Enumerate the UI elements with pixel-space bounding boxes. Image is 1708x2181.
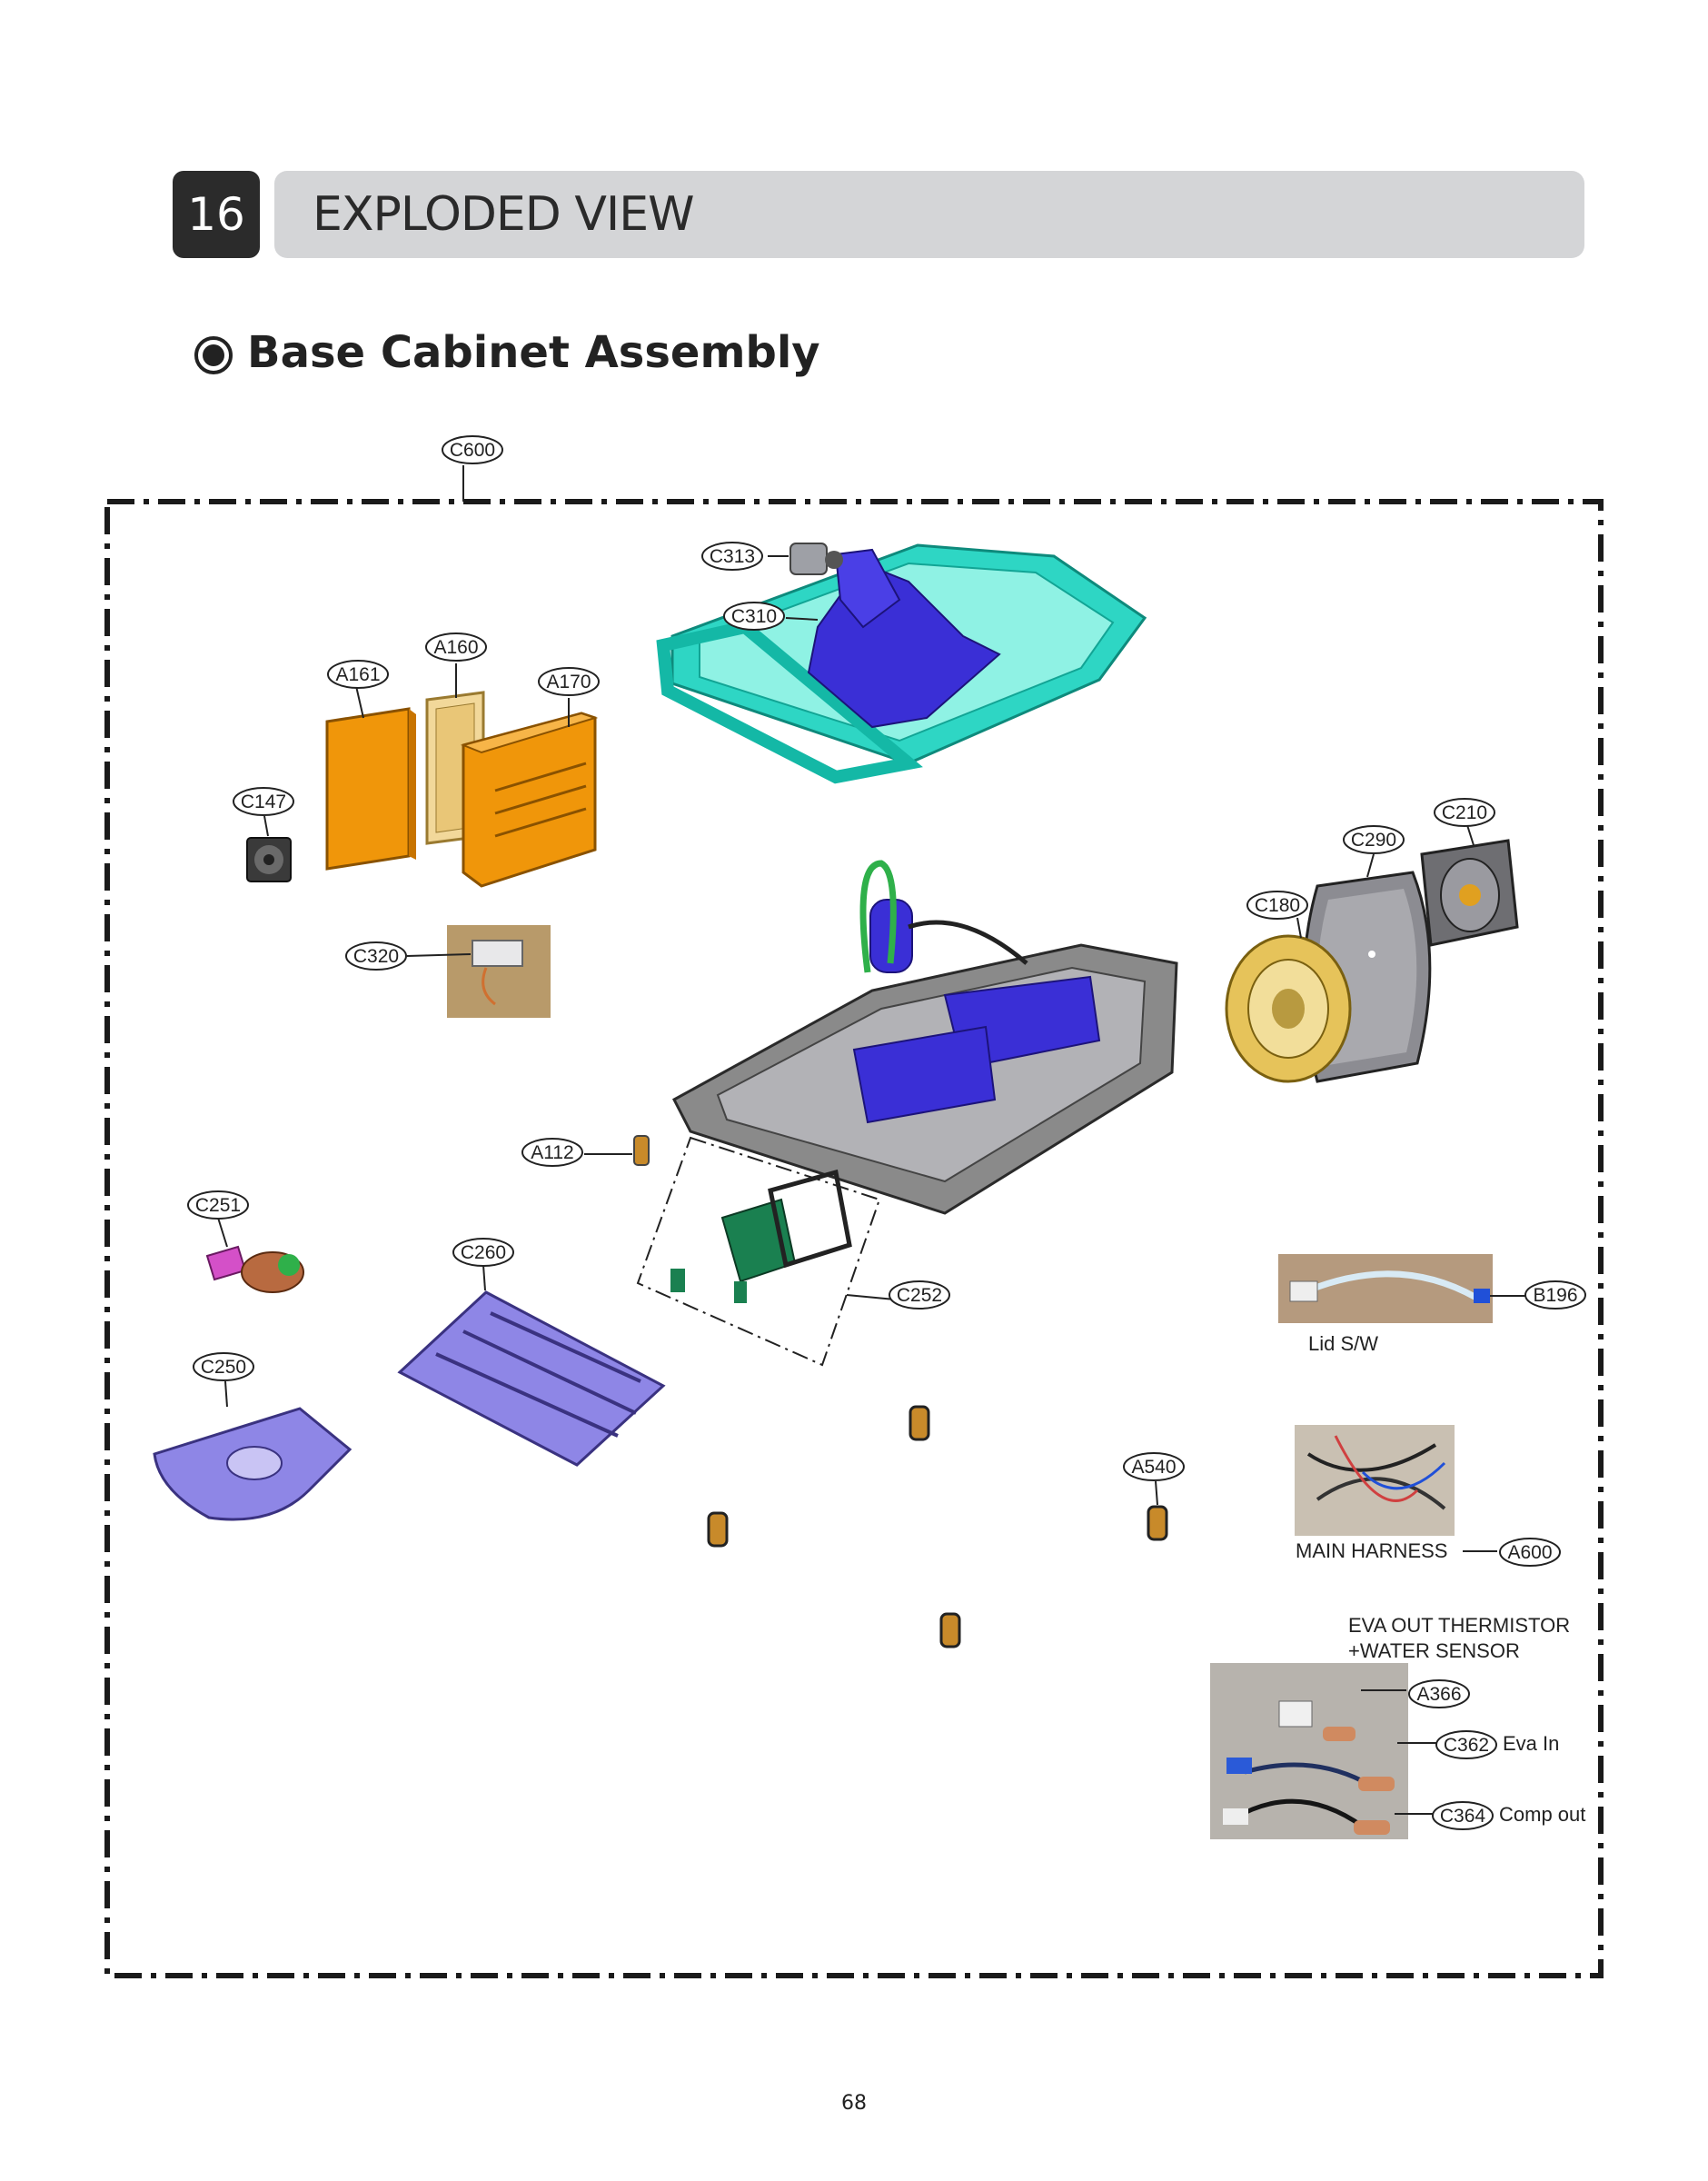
svg-text:A160: A160 (433, 637, 478, 658)
callout-c310: C310 (723, 602, 785, 631)
svg-text:A170: A170 (546, 672, 591, 692)
callout-c362: C362 (1435, 1730, 1497, 1759)
top-cover-part (656, 543, 1147, 784)
display-board-c252 (670, 1169, 852, 1303)
callout-a600: A600 (1499, 1538, 1561, 1567)
callout-c210: C210 (1434, 798, 1495, 827)
svg-text:A366: A366 (1416, 1684, 1461, 1705)
leveling-foot-1 (909, 1405, 930, 1441)
svg-text:C251: C251 (195, 1195, 241, 1216)
svg-text:C310: C310 (731, 606, 777, 627)
valve-part (789, 543, 843, 575)
thermistor-photo (1210, 1663, 1408, 1839)
callout-a112: A112 (521, 1138, 583, 1167)
callout-c250: C250 (193, 1352, 254, 1381)
callout-a170: A170 (538, 667, 600, 696)
svg-text:C260: C260 (461, 1242, 506, 1263)
callout-a366: A366 (1408, 1679, 1470, 1708)
eva-in-label: Eva In (1503, 1732, 1560, 1755)
svg-text:C250: C250 (201, 1357, 246, 1378)
small-fan-part (246, 837, 292, 882)
callout-c251: C251 (187, 1190, 249, 1220)
svg-text:A540: A540 (1131, 1457, 1176, 1478)
leveling-foot-3 (939, 1612, 961, 1648)
callout-c252: C252 (889, 1280, 950, 1310)
lid-switch-label: Lid S/W (1308, 1332, 1379, 1355)
svg-text:A600: A600 (1507, 1542, 1552, 1563)
svg-text:C320: C320 (353, 946, 399, 967)
callout-c180: C180 (1246, 891, 1308, 920)
small-fitting-a112 (633, 1135, 650, 1166)
callout-b196: B196 (1524, 1280, 1586, 1310)
svg-text:C600: C600 (450, 440, 495, 461)
section-title-bar (274, 171, 1584, 258)
main-harness-photo (1295, 1425, 1455, 1536)
page-number: 68 (841, 2092, 867, 2115)
subtitle: Base Cabinet Assembly (247, 327, 820, 378)
main-harness-label: MAIN HARNESS (1296, 1539, 1448, 1562)
callout-a540: A540 (1123, 1452, 1185, 1481)
blower-wheel-c180 (1225, 934, 1352, 1083)
leveling-foot-2 (707, 1511, 729, 1548)
eva-out-label-line1: EVA OUT THERMISTOR (1348, 1614, 1571, 1637)
svg-text:C252: C252 (897, 1285, 942, 1306)
callout-c260: C260 (452, 1238, 514, 1267)
motor-part-c210 (1420, 839, 1519, 947)
eva-out-label-line2: +WATER SENSOR (1348, 1639, 1520, 1662)
lid-switch-photo (1278, 1254, 1493, 1323)
svg-text:A112: A112 (531, 1142, 574, 1163)
component-photo-c320 (447, 925, 551, 1018)
svg-text:C147: C147 (241, 792, 286, 812)
assembly-boundary (104, 499, 1604, 1978)
svg-text:B196: B196 (1533, 1285, 1577, 1306)
pump-part-c251 (205, 1245, 304, 1293)
base-pan-c250 (153, 1407, 353, 1521)
comp-out-label: Comp out (1499, 1803, 1586, 1826)
drain-tray-c260 (397, 1290, 666, 1467)
callout-c290: C290 (1343, 825, 1405, 854)
control-box-a161 (325, 707, 416, 871)
base-chassis-part (671, 860, 1178, 1215)
bullet-icon (194, 336, 233, 374)
svg-text:C364: C364 (1440, 1806, 1486, 1827)
callout-c600: C600 (442, 435, 503, 464)
callout-c147: C147 (233, 787, 294, 816)
svg-text:C210: C210 (1442, 802, 1487, 823)
svg-text:C313: C313 (710, 546, 755, 567)
callout-c320: C320 (345, 941, 407, 971)
svg-text:C180: C180 (1255, 895, 1300, 916)
leveling-foot-4 (1147, 1505, 1168, 1541)
section-title: EXPLODED VIEW (313, 187, 695, 242)
svg-text:C290: C290 (1351, 830, 1396, 851)
callout-c364: C364 (1432, 1801, 1494, 1830)
control-box-a170 (460, 712, 599, 888)
svg-text:C362: C362 (1444, 1735, 1489, 1756)
callout-a160: A160 (425, 632, 487, 662)
callout-a161: A161 (327, 660, 389, 689)
callout-c313: C313 (701, 542, 763, 571)
section-number-badge: 16 (173, 171, 260, 258)
svg-text:A161: A161 (335, 664, 380, 685)
